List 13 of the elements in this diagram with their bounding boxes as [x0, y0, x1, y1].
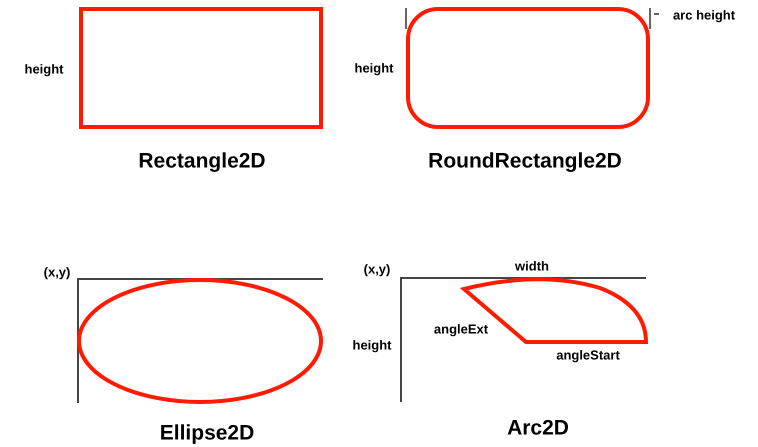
dimension-label: height: [352, 338, 392, 352]
angle-label: angleExt: [434, 322, 488, 336]
shape-title: RoundRectangle2D: [428, 150, 622, 172]
dimension-label: arc height: [672, 8, 736, 22]
dimension-label: width: [515, 260, 549, 272]
coordinate-label: (x,y): [364, 262, 390, 276]
shape-title: Ellipse2D: [160, 422, 254, 444]
coordinate-label: (x,y): [44, 266, 70, 278]
shape-title: Rectangle2D: [138, 150, 266, 172]
shape-title: Arc2D: [507, 418, 569, 438]
dimension-label: height: [354, 62, 394, 74]
dimension-label: height: [24, 62, 64, 76]
angle-label: angleStart: [556, 348, 620, 362]
